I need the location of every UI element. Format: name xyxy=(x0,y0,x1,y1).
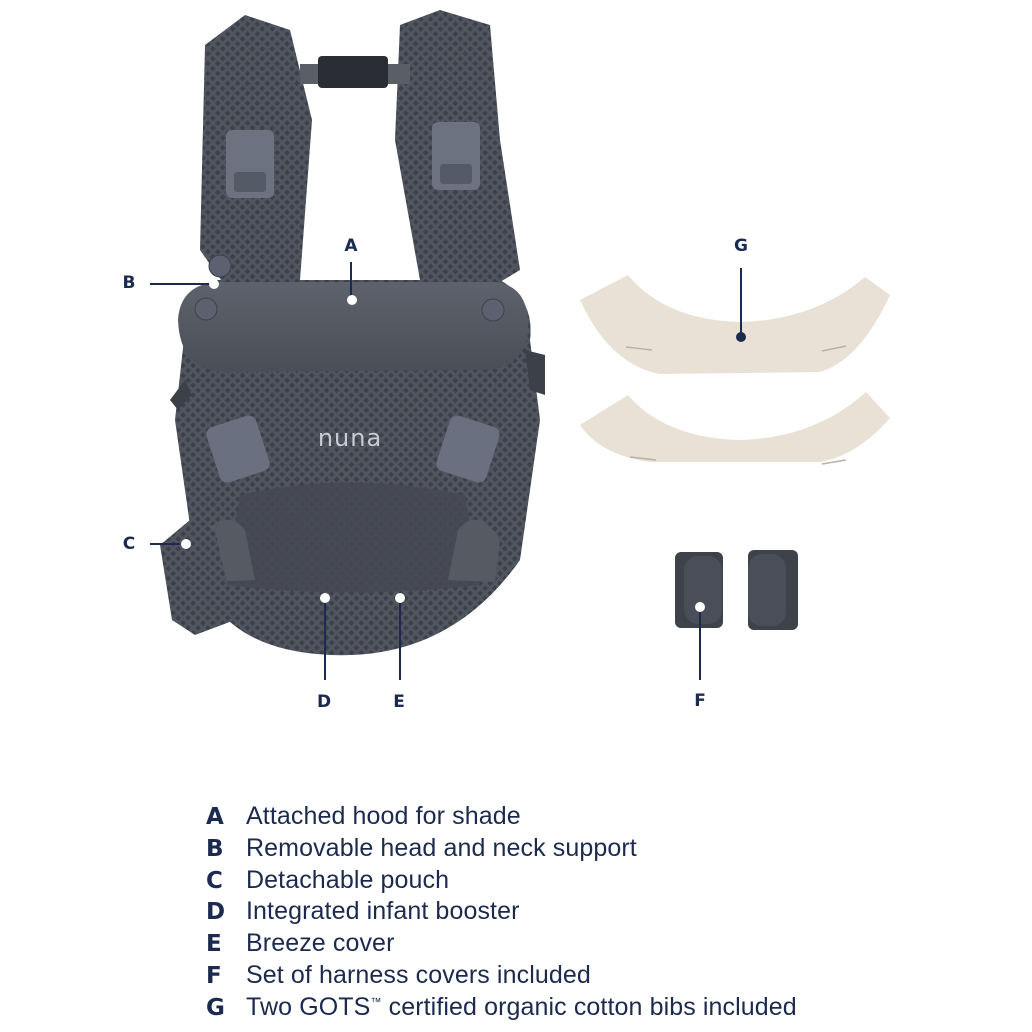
waist-buckle-left xyxy=(206,415,270,483)
chest-strap-buckle xyxy=(300,56,410,88)
legend-item: B Removable head and neck support xyxy=(206,834,797,866)
hood xyxy=(178,282,529,372)
head-support-buttons xyxy=(194,254,505,322)
legend-item: A Attached hood for shade xyxy=(206,802,797,834)
bib-bottom xyxy=(580,392,890,465)
callout-label-f: F xyxy=(694,691,706,711)
legend-key: B xyxy=(206,835,224,862)
callout-label-c: C xyxy=(122,534,136,554)
callout-label-b: B xyxy=(122,273,136,293)
harness-cover-right xyxy=(748,550,798,630)
carrier-illustration: nuna xyxy=(150,10,890,680)
legend-key: F xyxy=(206,962,222,989)
nuna-logo: nuna xyxy=(318,424,382,452)
legend-key: C xyxy=(206,867,223,894)
product-diagram: nuna xyxy=(122,10,890,712)
callout-label-g: G xyxy=(734,236,748,256)
infant-booster xyxy=(198,482,500,593)
waist-buckle-right xyxy=(436,415,500,483)
legend-item: C Detachable pouch xyxy=(206,866,797,898)
legend-text: Two GOTS™ certified organic cotton bibs … xyxy=(246,993,797,1022)
legend-key: D xyxy=(206,899,226,926)
bib-top xyxy=(580,275,890,374)
legend-text-part: Two GOTS xyxy=(246,992,371,1021)
legend-key: E xyxy=(206,931,222,958)
legend-text: Detachable pouch xyxy=(246,865,450,894)
callout-label-e: E xyxy=(393,692,405,712)
detachable-pouch xyxy=(160,520,235,635)
legend-text: Set of harness covers included xyxy=(246,960,591,989)
legend-text: Breeze cover xyxy=(246,929,395,958)
legend-item: E Breeze cover xyxy=(206,929,797,961)
legend-text: Attached hood for shade xyxy=(246,802,521,830)
legend-item: F Set of harness covers included xyxy=(206,961,797,993)
harness-cover-left xyxy=(675,552,723,628)
legend-key: G xyxy=(206,994,225,1021)
legend-text: Removable head and neck support xyxy=(246,833,637,862)
callout-label-a: A xyxy=(344,236,358,256)
callout-lines xyxy=(150,262,746,680)
trademark-symbol: ™ xyxy=(370,996,382,1009)
strap-buckle-right xyxy=(432,122,480,190)
callout-label-d: D xyxy=(316,692,332,712)
legend-item: D Integrated infant booster xyxy=(206,897,797,929)
legend-key: A xyxy=(206,804,224,830)
feature-legend: A Attached hood for shade B Removable he… xyxy=(206,802,797,1025)
legend-text: Integrated infant booster xyxy=(246,897,520,926)
legend-text-part: certified organic cotton bibs included xyxy=(381,992,797,1021)
legend-item: G Two GOTS™ certified organic cotton bib… xyxy=(206,993,797,1025)
strap-buckle-left xyxy=(226,130,274,198)
